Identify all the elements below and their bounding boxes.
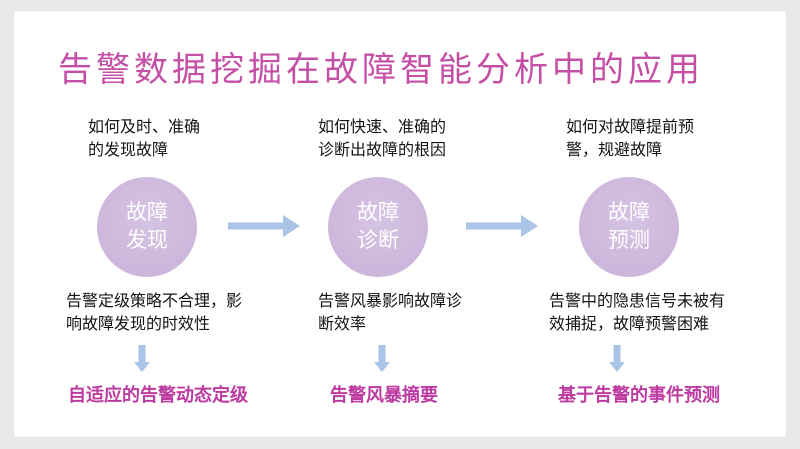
right-arrow-icon — [228, 215, 300, 237]
problem-fault-prediction: 告警中的隐患信号未被有 效捕捉，故障预警困难 — [549, 293, 726, 333]
down-arrow-icon — [609, 345, 625, 372]
stage-label-fault-discovery: 故障 发现 — [126, 201, 168, 252]
problem-fault-diagnosis: 告警风暴影响故障诊 断效率 — [318, 293, 463, 333]
stage-label-fault-diagnosis: 故障 诊断 — [357, 201, 399, 252]
solution-fault-discovery: 自适应的告警动态定级 — [68, 385, 248, 405]
slide-title: 告警数据挖掘在故障智能分析中的应用 — [58, 51, 704, 89]
stage-circle-fault-diagnosis: 故障 诊断 — [328, 177, 428, 277]
down-arrow-icon — [134, 345, 150, 372]
stage-circle-fault-discovery: 故障 发现 — [97, 177, 197, 277]
question-fault-prediction: 如何对故障提前预 警，规避故障 — [566, 119, 695, 159]
down-arrow-icon — [374, 345, 390, 372]
solution-fault-prediction: 基于告警的事件预测 — [558, 385, 720, 405]
stage-circle-fault-prediction: 故障 预测 — [579, 177, 679, 277]
solution-fault-diagnosis: 告警风暴摘要 — [330, 385, 438, 405]
problem-fault-discovery: 告警定级策略不合理，影 响故障发现的时效性 — [66, 293, 243, 333]
question-fault-diagnosis: 如何快速、准确的 诊断出故障的根因 — [318, 119, 447, 159]
question-fault-discovery: 如何及时、准确 的发现故障 — [88, 119, 201, 159]
stage-label-fault-prediction: 故障 预测 — [608, 201, 650, 252]
right-arrow-icon — [466, 215, 538, 237]
